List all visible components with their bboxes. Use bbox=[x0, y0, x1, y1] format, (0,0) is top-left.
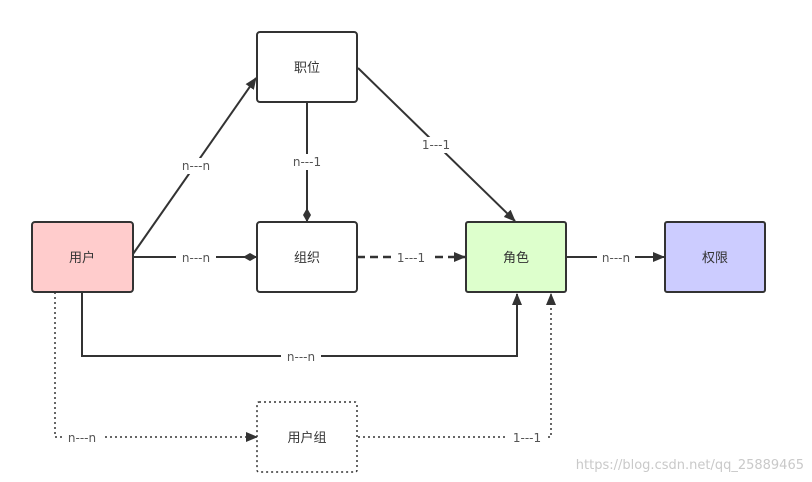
node-permission-label: 权限 bbox=[702, 250, 728, 266]
edge-label-position-org: n---1 bbox=[293, 155, 321, 169]
watermark: https://blog.csdn.net/qq_25889465 bbox=[576, 458, 804, 473]
edge-label-org-role: 1---1 bbox=[397, 251, 425, 265]
edge-user-role bbox=[81, 292, 522, 357]
edge-label-user-role: n---n bbox=[287, 350, 315, 364]
edge-label-user-position: n---n bbox=[182, 159, 210, 173]
edge-user-usergroup bbox=[54, 292, 258, 442]
node-user-label: 用户 bbox=[69, 250, 95, 266]
node-usergroup: 用户组 bbox=[256, 401, 358, 473]
edge-usergroup-role bbox=[358, 293, 556, 438]
edge-label-usergroup-role: 1---1 bbox=[513, 431, 541, 445]
node-user: 用户 bbox=[31, 221, 134, 293]
node-org-label: 组织 bbox=[294, 251, 320, 266]
node-position: 职位 bbox=[256, 31, 358, 103]
edge-label-role-permission: n---n bbox=[602, 251, 630, 265]
edges: n---n n---1 1---1 n---n 1---1 n---n n---… bbox=[54, 67, 665, 446]
edge-label-user-org: n---n bbox=[182, 251, 210, 265]
node-role: 角色 bbox=[465, 221, 567, 293]
edge-label-user-usergroup: n---n bbox=[68, 431, 96, 445]
nodes: 职位 用户 组织 角色 权限 用户组 bbox=[31, 31, 766, 473]
node-permission: 权限 bbox=[664, 221, 766, 293]
node-org: 组织 bbox=[256, 221, 358, 293]
edge-label-position-role: 1---1 bbox=[422, 138, 450, 152]
node-position-label: 职位 bbox=[294, 61, 320, 76]
node-usergroup-label: 用户组 bbox=[287, 430, 326, 446]
node-role-label: 角色 bbox=[503, 250, 529, 266]
